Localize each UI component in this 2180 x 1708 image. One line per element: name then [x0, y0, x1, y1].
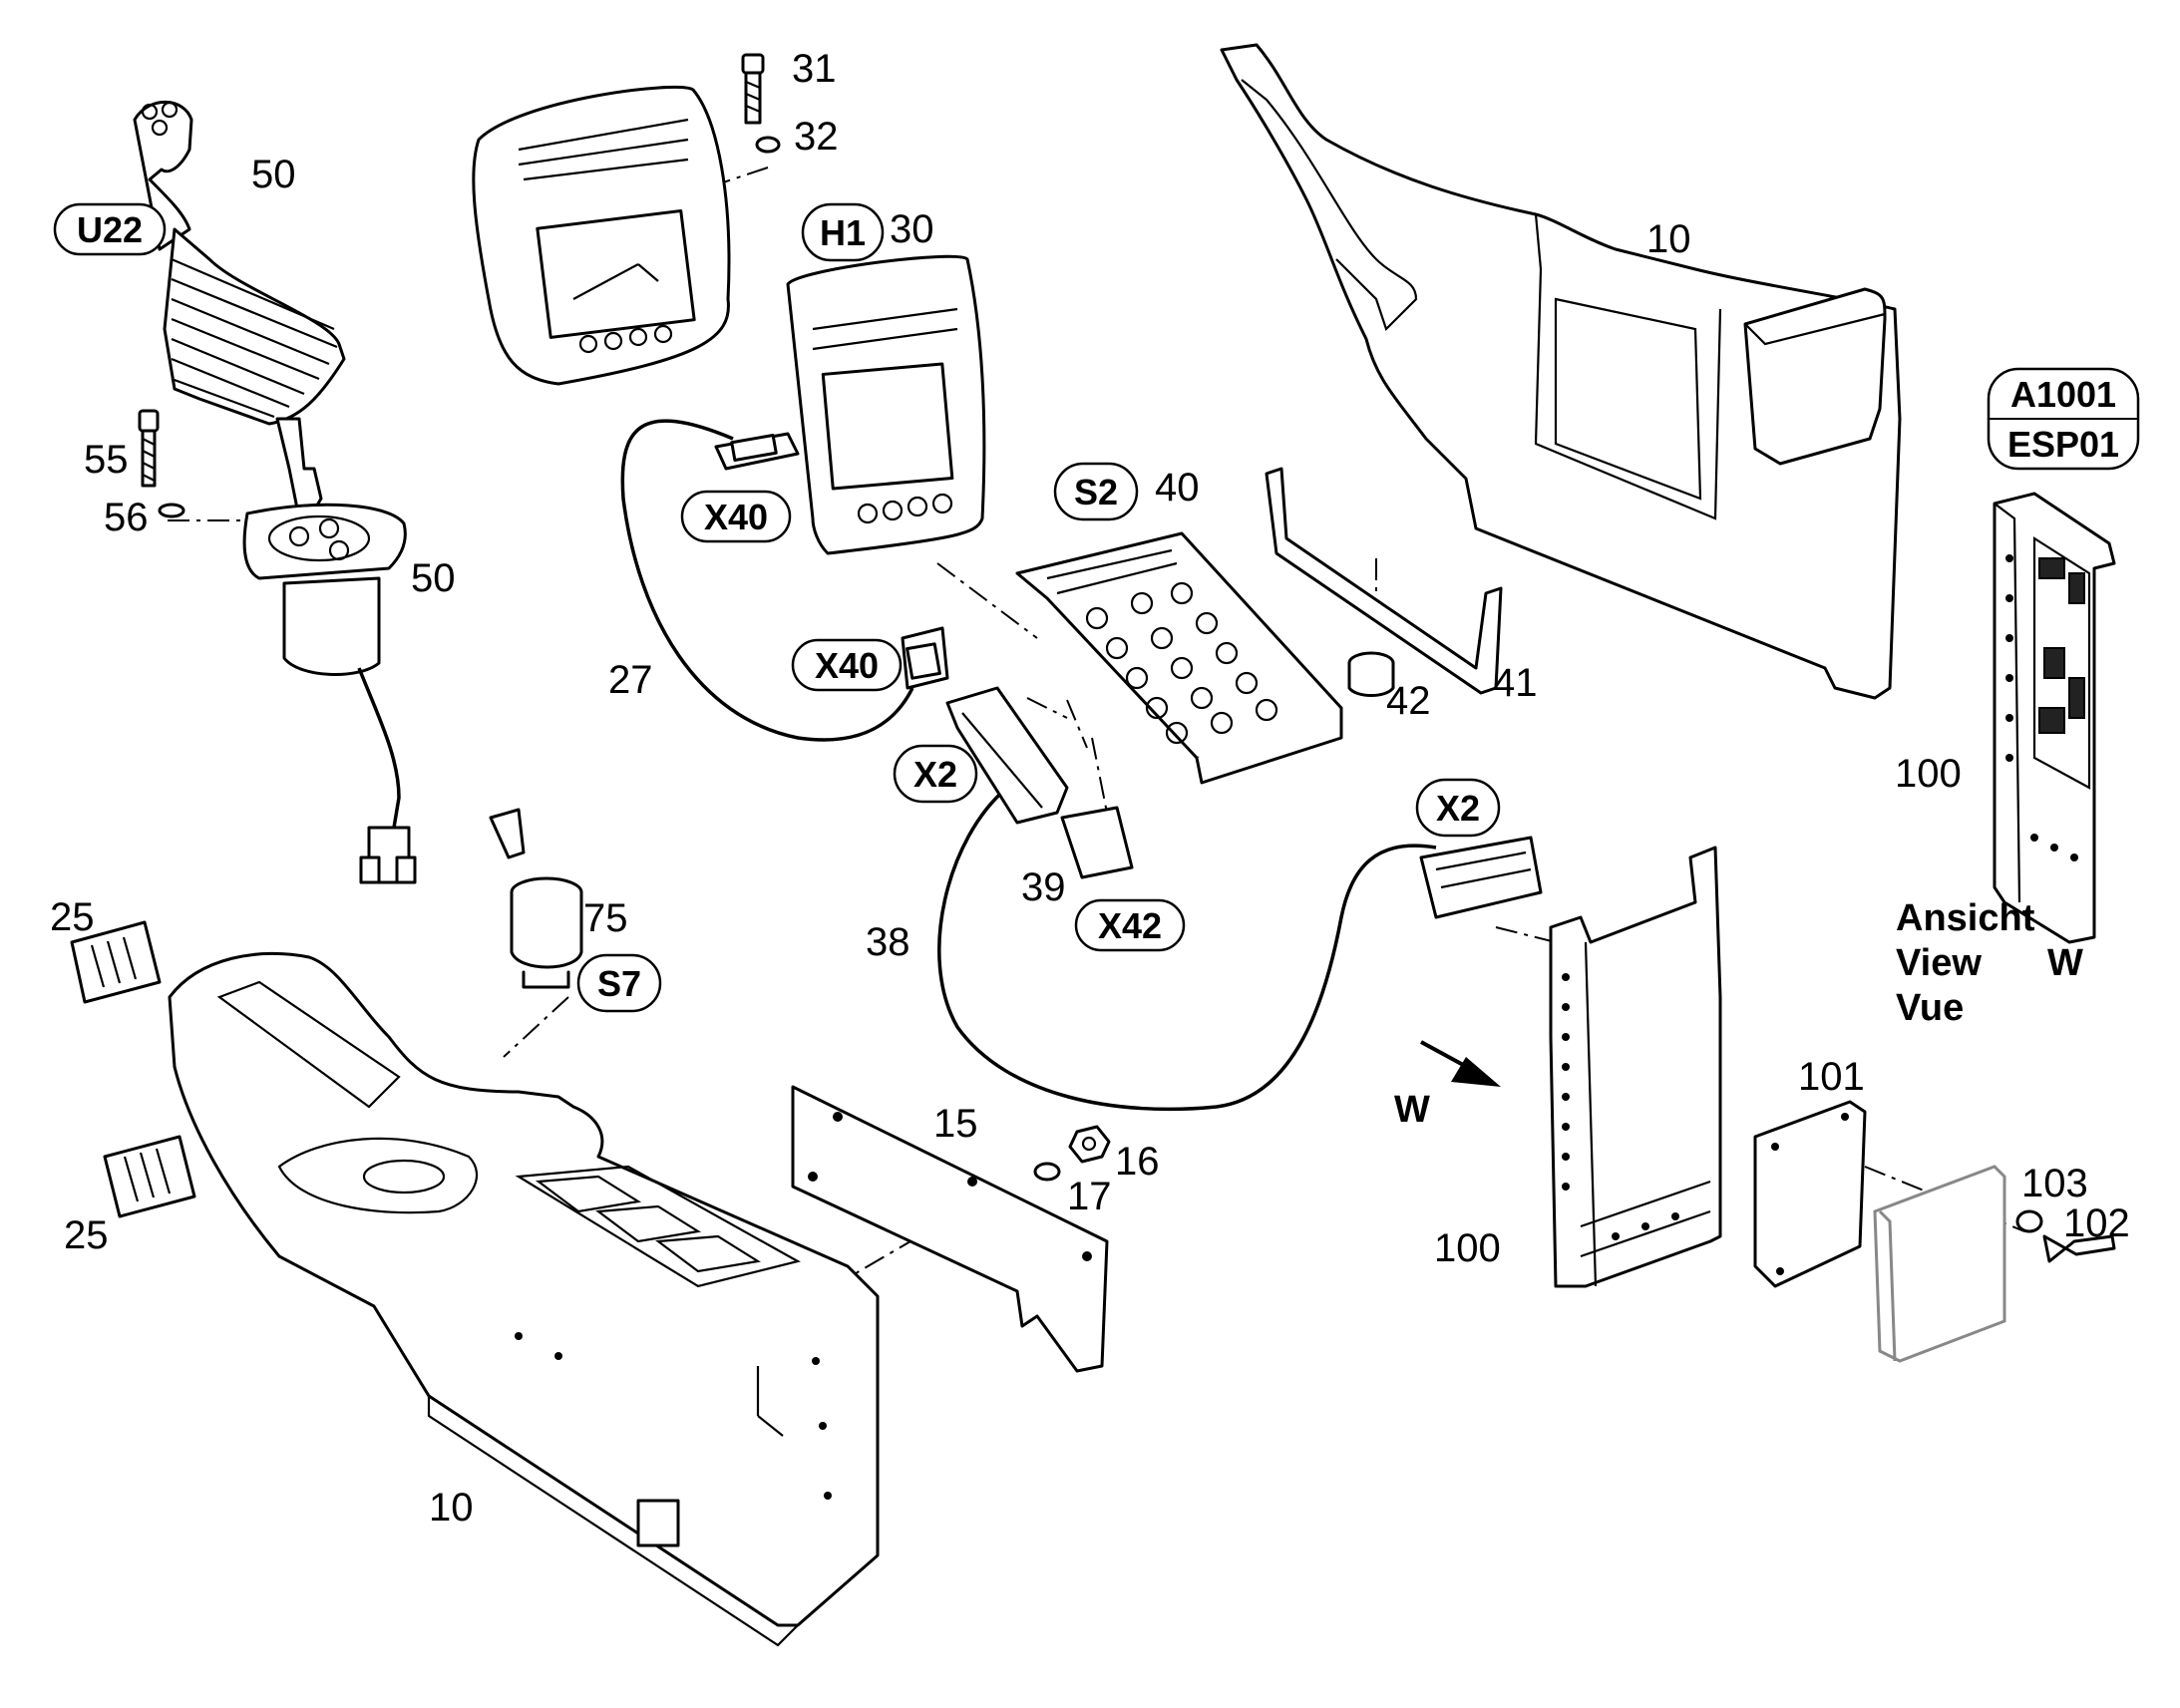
- console-10-bottom: [168, 951, 880, 1647]
- joystick-base: [242, 417, 417, 884]
- tag-x40-top: X40: [680, 490, 792, 543]
- part-number-labels: 50 31 32 30 10 55 56 50 40 27 41 42 100 …: [50, 47, 2130, 1530]
- plug-25-top: [70, 920, 162, 1004]
- tag-x40-mid: X40: [791, 638, 903, 692]
- tag-a1001-esp01: A1001 ESP01: [1987, 367, 2140, 471]
- part-number: 56: [104, 496, 149, 539]
- svg-text:X2: X2: [913, 754, 957, 795]
- part-number: 41: [1493, 661, 1538, 705]
- view-arrow-letter: W: [1394, 1089, 1430, 1131]
- part-number: 27: [608, 658, 653, 702]
- screw-55-washer-56: [138, 409, 185, 518]
- part-number: 38: [866, 920, 910, 964]
- display-cover: [472, 85, 731, 386]
- svg-text:X40: X40: [704, 497, 768, 537]
- view-label-view: View: [1896, 942, 1982, 984]
- part-number: 10: [1646, 217, 1691, 261]
- plug-25-bottom: [103, 1135, 196, 1218]
- tag-x42: X42: [1074, 898, 1186, 952]
- part-number: 16: [1115, 1140, 1160, 1184]
- view-label-ansicht: Ansicht: [1896, 897, 2035, 939]
- svg-text:H1: H1: [820, 212, 866, 253]
- screw-102: [2042, 1234, 2116, 1263]
- svg-text:X40: X40: [815, 645, 879, 686]
- key-switch-s7: [489, 808, 583, 989]
- view-label-letter: W: [2047, 942, 2083, 984]
- component-tags: U22 H1 X40 S2 X40 X2 X2 X42: [53, 202, 2140, 1013]
- part-number: 100: [1895, 752, 1962, 796]
- view-arrow-w: W: [1394, 1040, 1501, 1131]
- svg-text:S2: S2: [1074, 472, 1118, 512]
- tag-u22: U22: [53, 202, 167, 256]
- svg-text:X42: X42: [1098, 905, 1162, 946]
- control-unit-a1001: [1993, 492, 2116, 944]
- washer-103: [2015, 1209, 2043, 1233]
- bracket-41: [1265, 467, 1503, 695]
- part-number: 103: [2021, 1162, 2088, 1205]
- nut-16: [1068, 1125, 1111, 1164]
- screw-31-washer-32: [741, 53, 781, 154]
- console-10-top: [1220, 43, 1902, 700]
- cover-plate-15: [791, 1085, 1109, 1373]
- part-number: 32: [794, 115, 839, 159]
- cable-27: [620, 419, 949, 742]
- part-number: 40: [1155, 466, 1200, 510]
- view-label-vue: Vue: [1896, 987, 1964, 1029]
- tag-x2-left: X2: [893, 744, 978, 804]
- svg-text:X2: X2: [1436, 788, 1480, 829]
- knob-42: [1347, 651, 1395, 697]
- tag-h1: H1: [801, 202, 885, 262]
- tag-x2-right: X2: [1415, 778, 1501, 838]
- tag-s2: S2: [1053, 462, 1139, 521]
- svg-text:S7: S7: [597, 963, 641, 1004]
- part-number: 39: [1021, 865, 1066, 909]
- toggle-switches: [1085, 581, 1278, 745]
- part-number: 100: [1434, 1226, 1501, 1270]
- part-number: 42: [1386, 679, 1431, 723]
- display-unit-h1: [786, 254, 986, 555]
- switch-panel-s2: [1015, 531, 1343, 785]
- cable-38: [937, 686, 1543, 1112]
- bracket-100-bottom: [1549, 846, 1722, 1288]
- part-number: 101: [1798, 1055, 1865, 1099]
- tag-s7: S7: [576, 953, 662, 1013]
- part-number: 25: [64, 1213, 109, 1257]
- svg-text:U22: U22: [77, 209, 143, 250]
- plate-101: [1753, 1100, 1867, 1288]
- view-label: Ansicht View W Vue: [1896, 897, 2083, 1029]
- svg-text:A1001: A1001: [2010, 374, 2116, 415]
- joystick-handle: [133, 100, 346, 426]
- part-number: 10: [429, 1486, 474, 1530]
- part-number: 55: [84, 438, 129, 482]
- bracket-100-holes: [1562, 973, 1679, 1240]
- part-number: 17: [1067, 1175, 1112, 1218]
- part-number: 102: [2063, 1201, 2130, 1245]
- part-number: 50: [411, 556, 456, 600]
- part-number: 15: [933, 1102, 978, 1146]
- part-number: 75: [583, 896, 628, 940]
- part-number: 30: [890, 207, 934, 251]
- plate-grey: [1873, 1165, 2006, 1363]
- part-number: 50: [251, 153, 296, 196]
- washer-17: [1033, 1162, 1061, 1182]
- part-number: 31: [792, 47, 837, 91]
- part-number: 25: [50, 895, 95, 939]
- svg-text:ESP01: ESP01: [2007, 424, 2119, 465]
